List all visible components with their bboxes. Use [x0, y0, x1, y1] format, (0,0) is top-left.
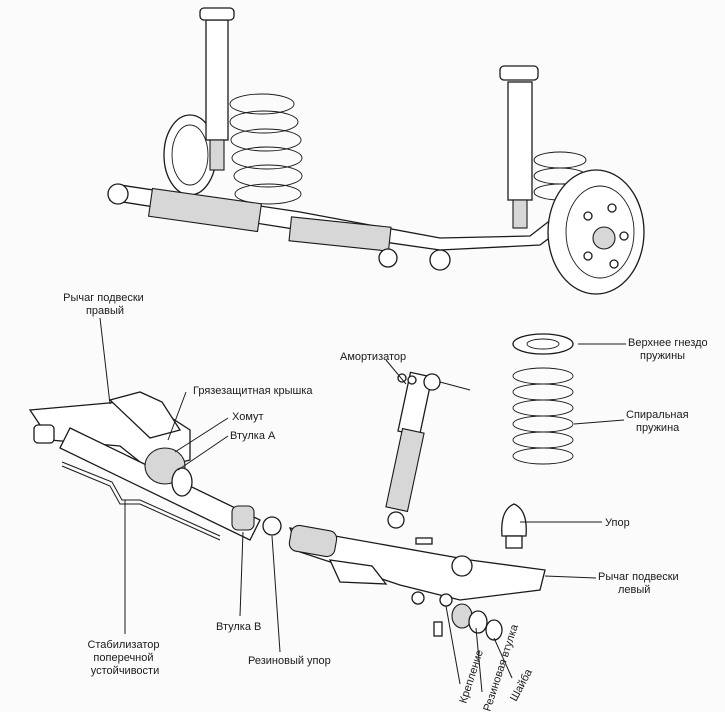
label-clamp: Хомут	[232, 411, 264, 423]
coil-spring-part	[512, 367, 574, 465]
stabilizer-bar	[61, 461, 221, 541]
right-suspension-arm	[28, 391, 191, 471]
left-suspension-arm	[288, 524, 546, 605]
leader-lines	[99, 317, 626, 693]
assembled-rear-axle	[107, 7, 645, 295]
label-bushing-a: Втулка А	[230, 430, 276, 442]
label-bump-stop: Упор	[605, 517, 630, 529]
mount-bushing-washer	[433, 593, 503, 641]
label-dust-cover: Грязезащитная крышка	[193, 385, 313, 397]
label-right-arm: Рычаг подвески правый	[63, 292, 147, 317]
label-shock-absorber: Амортизатор	[340, 351, 406, 363]
label-bushing-b: Втулка В	[216, 621, 261, 633]
label-stabilizer: Стабилизатор поперечной устойчивости	[87, 639, 162, 677]
upper-spring-seat	[512, 333, 574, 355]
bump-stop-part	[501, 503, 527, 549]
label-mount: Крепление	[457, 648, 486, 704]
label-coil-spring: Спиральная пружина	[626, 409, 692, 434]
shock-absorber-part	[385, 371, 471, 545]
label-washer: Шайба	[508, 667, 535, 704]
axle-tube-right	[59, 427, 282, 541]
label-rubber-stop: Резиновый упор	[248, 655, 331, 667]
label-upper-seat: Верхнее гнездо пружины	[628, 337, 711, 362]
label-left-arm: Рычаг подвески левый	[598, 571, 682, 596]
